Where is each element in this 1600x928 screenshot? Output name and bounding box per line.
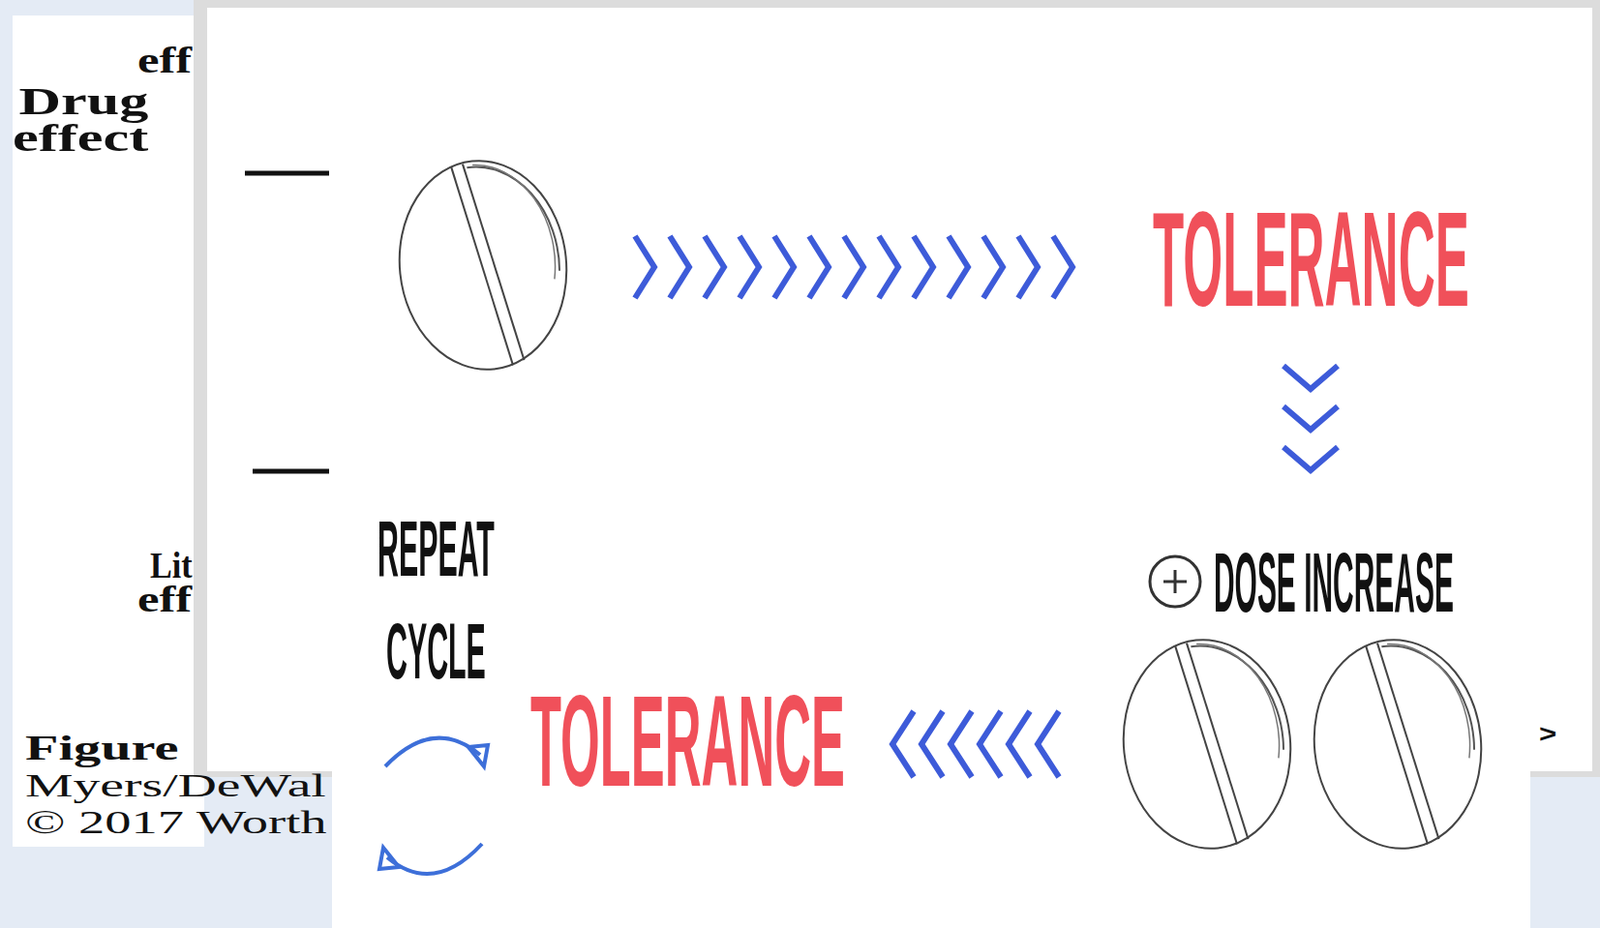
figure-credit: © 2017 Worth	[25, 806, 328, 840]
stage-heading-box: TOLERANCE	[530, 677, 1329, 807]
axis-tick	[252, 469, 330, 475]
figure-caption: Figure	[25, 730, 180, 766]
axis-label: eff	[137, 41, 192, 79]
step-label-box: DOSE INCREASE	[1213, 540, 1600, 626]
figure-caption-box: Figure	[25, 730, 123, 766]
figure-credit: Myers/DeWal	[25, 769, 327, 803]
chevron-arrow	[892, 711, 1059, 778]
chevron-arrow	[1283, 365, 1338, 471]
axis-label-box: eff	[137, 41, 179, 79]
cycle-arrows	[379, 738, 488, 875]
stage-heading-box: TOLERANCE	[1152, 191, 1600, 328]
lower-panel	[332, 770, 1531, 928]
axis-label-box: eff	[137, 580, 179, 618]
plus-symbol	[1149, 556, 1201, 607]
cycle-label: REPEAT CYCLE	[377, 497, 495, 703]
axis-tick	[244, 171, 330, 177]
stage-heading: TOLERANCE	[1152, 191, 1470, 328]
axis-label-box: Drug effect	[12, 83, 103, 157]
axis-label: eff	[137, 580, 192, 618]
axis-label: Drug effect	[12, 83, 149, 157]
pill-icon	[389, 152, 577, 379]
step-label: DOSE INCREASE	[1213, 540, 1454, 626]
axis-label: Lit	[150, 546, 193, 584]
cycle-label-box: REPEAT CYCLE	[377, 497, 695, 703]
stage-heading: TOLERANCE	[530, 677, 846, 807]
axis-arrow: >	[1539, 721, 1557, 747]
figure-credit-box: © 2017 Worth	[25, 806, 213, 840]
chevron-arrow	[634, 236, 1073, 299]
pill-icon	[1113, 632, 1301, 858]
axis-arrow-box: >	[1539, 721, 1554, 747]
axis-label-box: Lit	[150, 546, 198, 584]
figure-credit-box: Myers/DeWal	[25, 769, 210, 803]
pill-icon	[1303, 632, 1492, 858]
